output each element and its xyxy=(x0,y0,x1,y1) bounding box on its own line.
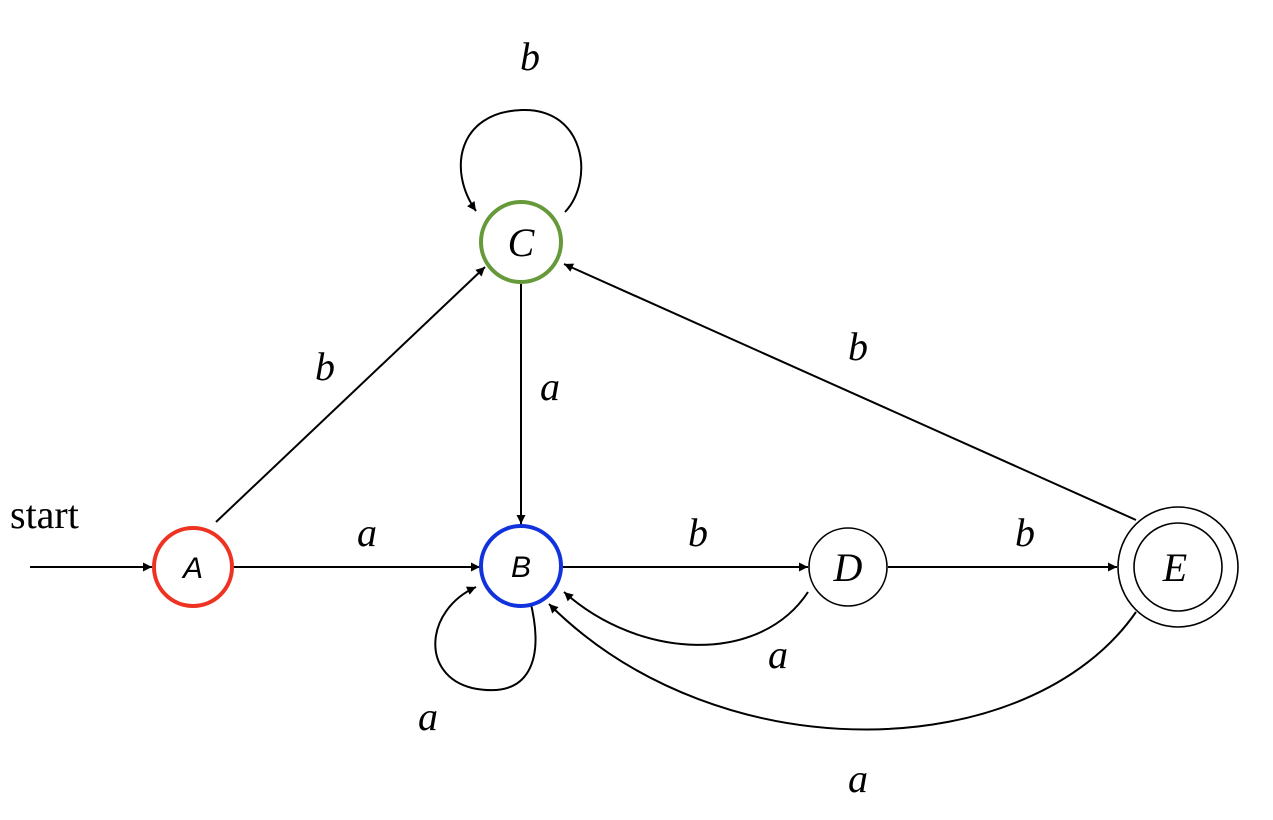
state-d-label: D xyxy=(833,545,863,590)
state-a-label: A xyxy=(181,552,203,585)
transition-d-to-e: b xyxy=(888,510,1117,572)
transition-d-to-b-label: a xyxy=(768,632,788,677)
transition-d-to-e-label: b xyxy=(1015,510,1035,555)
start-arrow: start xyxy=(10,492,152,572)
state-e-label: E xyxy=(1162,545,1187,590)
transition-b-to-b-label: a xyxy=(418,694,438,739)
state-e: E xyxy=(1117,506,1239,628)
state-b-label: B xyxy=(511,551,531,584)
transition-e-to-b-label: a xyxy=(848,756,868,801)
state-d: D xyxy=(808,527,888,607)
transition-a-to-b: a xyxy=(232,510,480,572)
state-a: A xyxy=(152,526,234,608)
state-c: C xyxy=(479,200,563,284)
transition-e-to-b: a xyxy=(548,603,1137,801)
states: A B C D E xyxy=(152,200,1239,628)
transition-c-to-b-label: a xyxy=(540,364,560,409)
transition-c-to-c: b xyxy=(459,34,583,213)
transitions: a b a b a b a b xyxy=(215,34,1137,801)
transition-c-to-c-label: b xyxy=(520,34,540,79)
transition-a-to-c: b xyxy=(215,266,486,523)
state-b: B xyxy=(479,524,563,608)
transition-e-to-c-label: b xyxy=(848,324,868,369)
transition-a-to-c-label: b xyxy=(315,344,335,389)
state-c-label: C xyxy=(508,220,536,265)
transition-b-to-b: a xyxy=(418,586,537,739)
transition-d-to-b: a xyxy=(563,591,809,677)
transition-b-to-d-label: b xyxy=(688,510,708,555)
state-e-inner-ring xyxy=(1133,522,1223,612)
transition-a-to-b-label: a xyxy=(357,510,377,555)
transition-c-to-b: a xyxy=(516,283,560,524)
transition-b-to-d: b xyxy=(563,510,808,572)
transition-e-to-c: b xyxy=(563,263,1137,521)
start-label: start xyxy=(10,492,79,537)
